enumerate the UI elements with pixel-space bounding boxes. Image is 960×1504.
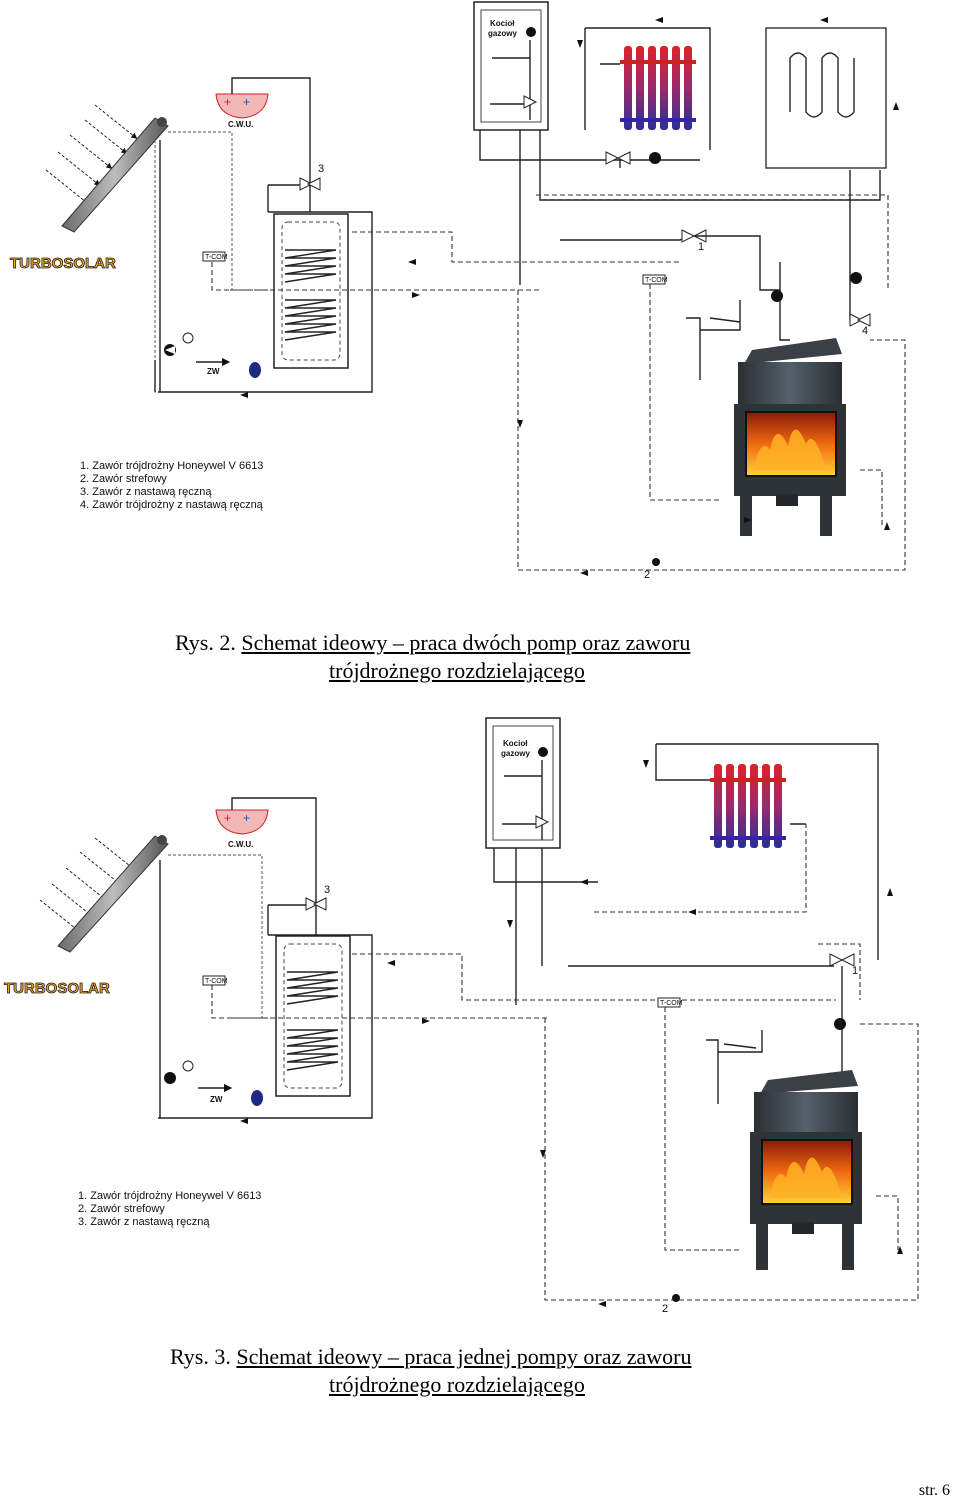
flow-arrows-2 <box>240 760 903 1307</box>
stove-pump-icon <box>771 290 783 302</box>
cwu-tap-icon-2: + + <box>215 809 269 835</box>
valve-4-label: 4 <box>862 325 868 337</box>
valve-2-label: 2 <box>644 569 650 581</box>
valve-3-label: 3 <box>318 163 324 175</box>
legend-item: 2. Zawór strefowy <box>80 473 167 485</box>
cwu-label: C.W.U. <box>228 120 253 129</box>
cold-water-label-2: ZW <box>210 1095 223 1104</box>
valve-1-label: 1 <box>698 241 704 253</box>
legend-figure-2: 1. Zawór trójdrożny Honeywel V 6613 2. Z… <box>80 460 263 512</box>
gas-boiler <box>473 1 549 131</box>
valve-1-label-2: 1 <box>852 965 858 977</box>
figure-3-caption-line-1: Rys. 3. Schemat ideowy – praca jednej po… <box>170 1344 691 1370</box>
heating-pump-icon <box>649 152 661 164</box>
legend-item: 2. Zawór strefowy <box>78 1203 165 1215</box>
boiler-pump-icon <box>526 27 536 37</box>
legend-item: 1. Zawór trójdrożny Honeywel V 6613 <box>80 460 264 472</box>
tcom-controller-4 <box>657 997 681 1008</box>
svg-text:+: + <box>224 95 231 109</box>
cold-water-label: ZW <box>207 367 220 376</box>
valve-2-label-2: 2 <box>662 1303 668 1315</box>
boiler-label-4: gazowy <box>501 749 530 758</box>
solar-pump-icon-2 <box>164 1072 176 1084</box>
svg-text:+: + <box>243 95 250 109</box>
figure-2-caption-prefix: Rys. 2. <box>175 630 236 655</box>
stove-pump-2-icon <box>850 272 862 284</box>
figure-3-caption-line-2: trójdrożnego rozdzielającego <box>329 1372 585 1398</box>
legend-item: 1. Zawór trójdrożny Honeywel V 6613 <box>78 1190 262 1202</box>
boiler-label-3: Kocioł <box>503 739 528 748</box>
valve-1-icon <box>681 229 696 243</box>
gas-boiler-2 <box>485 717 561 849</box>
valve-3-label-2: 3 <box>324 884 330 896</box>
svg-text:+: + <box>243 811 250 825</box>
legend-figure-3: 1. Zawór trójdrożny Honeywel V 6613 2. Z… <box>78 1190 261 1229</box>
figure-2-caption-title-2: trójdrożnego rozdzielającego <box>329 658 585 683</box>
cwu-tap-icon: + + <box>215 93 269 119</box>
storage-tank-2 <box>275 935 351 1097</box>
legend-item: 4. Zawór trójdrożny z nastawą ręczną <box>80 499 263 511</box>
valve-4-icon <box>849 313 864 327</box>
brand-logo: TURBOSOLAR <box>10 255 116 272</box>
solar-collector-icon <box>61 117 169 233</box>
zone-valve-icon <box>652 558 660 566</box>
page-number: str. 6 <box>918 1482 950 1499</box>
figure-2-caption-line-2: trójdrożnego rozdzielającego <box>329 658 585 684</box>
zone-valve-icon-2 <box>672 1294 680 1302</box>
figure-3-caption-title-2: trójdrożnego rozdzielającego <box>329 1372 585 1397</box>
brand-logo-2: TURBOSOLAR <box>4 980 110 997</box>
boiler-label-1: Kocioł <box>490 19 515 28</box>
tcom-label-2: T-COM <box>645 277 668 284</box>
valve-3-icon <box>299 177 314 191</box>
valve-1-icon-2 <box>829 953 844 967</box>
radiator-icon-2 <box>710 764 786 848</box>
figure-2-caption-title: Schemat ideowy – praca dwóch pomp oraz z… <box>241 630 691 655</box>
valve-3-icon-2 <box>305 897 320 911</box>
svg-text:+: + <box>224 811 231 825</box>
sun-rays-icon <box>45 104 138 204</box>
tcom-controller-1 <box>202 251 226 262</box>
storage-tank <box>273 213 349 369</box>
boiler-label-2: gazowy <box>488 29 517 38</box>
figure-3-schematic: TURBOSOLAR + + C.W.U. 3 T-COM ZW <box>4 717 919 1315</box>
tcom-controller-2 <box>642 274 666 285</box>
tcom-label-1: T-COM <box>205 254 228 261</box>
figure-2-caption-line-1: Rys. 2. Schemat ideowy – praca dwóch pom… <box>175 630 690 656</box>
radiator-icon <box>620 46 696 130</box>
sun-rays-icon-2 <box>39 837 138 934</box>
figure-2-schematic: TURBOSOLAR + + C.W.U. 3 T-COM <box>10 1 906 581</box>
tcom-label-3: T-COM <box>205 978 228 985</box>
flow-arrows <box>240 17 899 576</box>
underfloor-heating-icon <box>765 27 887 169</box>
legend-item: 3. Zawór z nastawą ręczną <box>78 1216 210 1228</box>
cwu-label-2: C.W.U. <box>228 840 253 849</box>
boiler-pump-icon-2 <box>538 747 548 757</box>
solar-collector-icon-2 <box>57 835 169 953</box>
tcom-controller-3 <box>202 975 226 986</box>
figure-3-caption-title: Schemat ideowy – praca jednej pompy oraz… <box>236 1344 692 1369</box>
tcom-label-4: T-COM <box>660 1000 683 1007</box>
figure-3-caption-prefix: Rys. 3. <box>170 1344 231 1369</box>
fireplace-stove-2 <box>750 1070 862 1270</box>
legend-item: 3. Zawór z nastawą ręczną <box>80 486 212 498</box>
expansion-tank-icon-2 <box>251 1090 263 1106</box>
fireplace-stove <box>734 338 846 536</box>
expansion-tank-icon <box>249 362 261 378</box>
stove-pump-icon-2 <box>834 1018 846 1030</box>
